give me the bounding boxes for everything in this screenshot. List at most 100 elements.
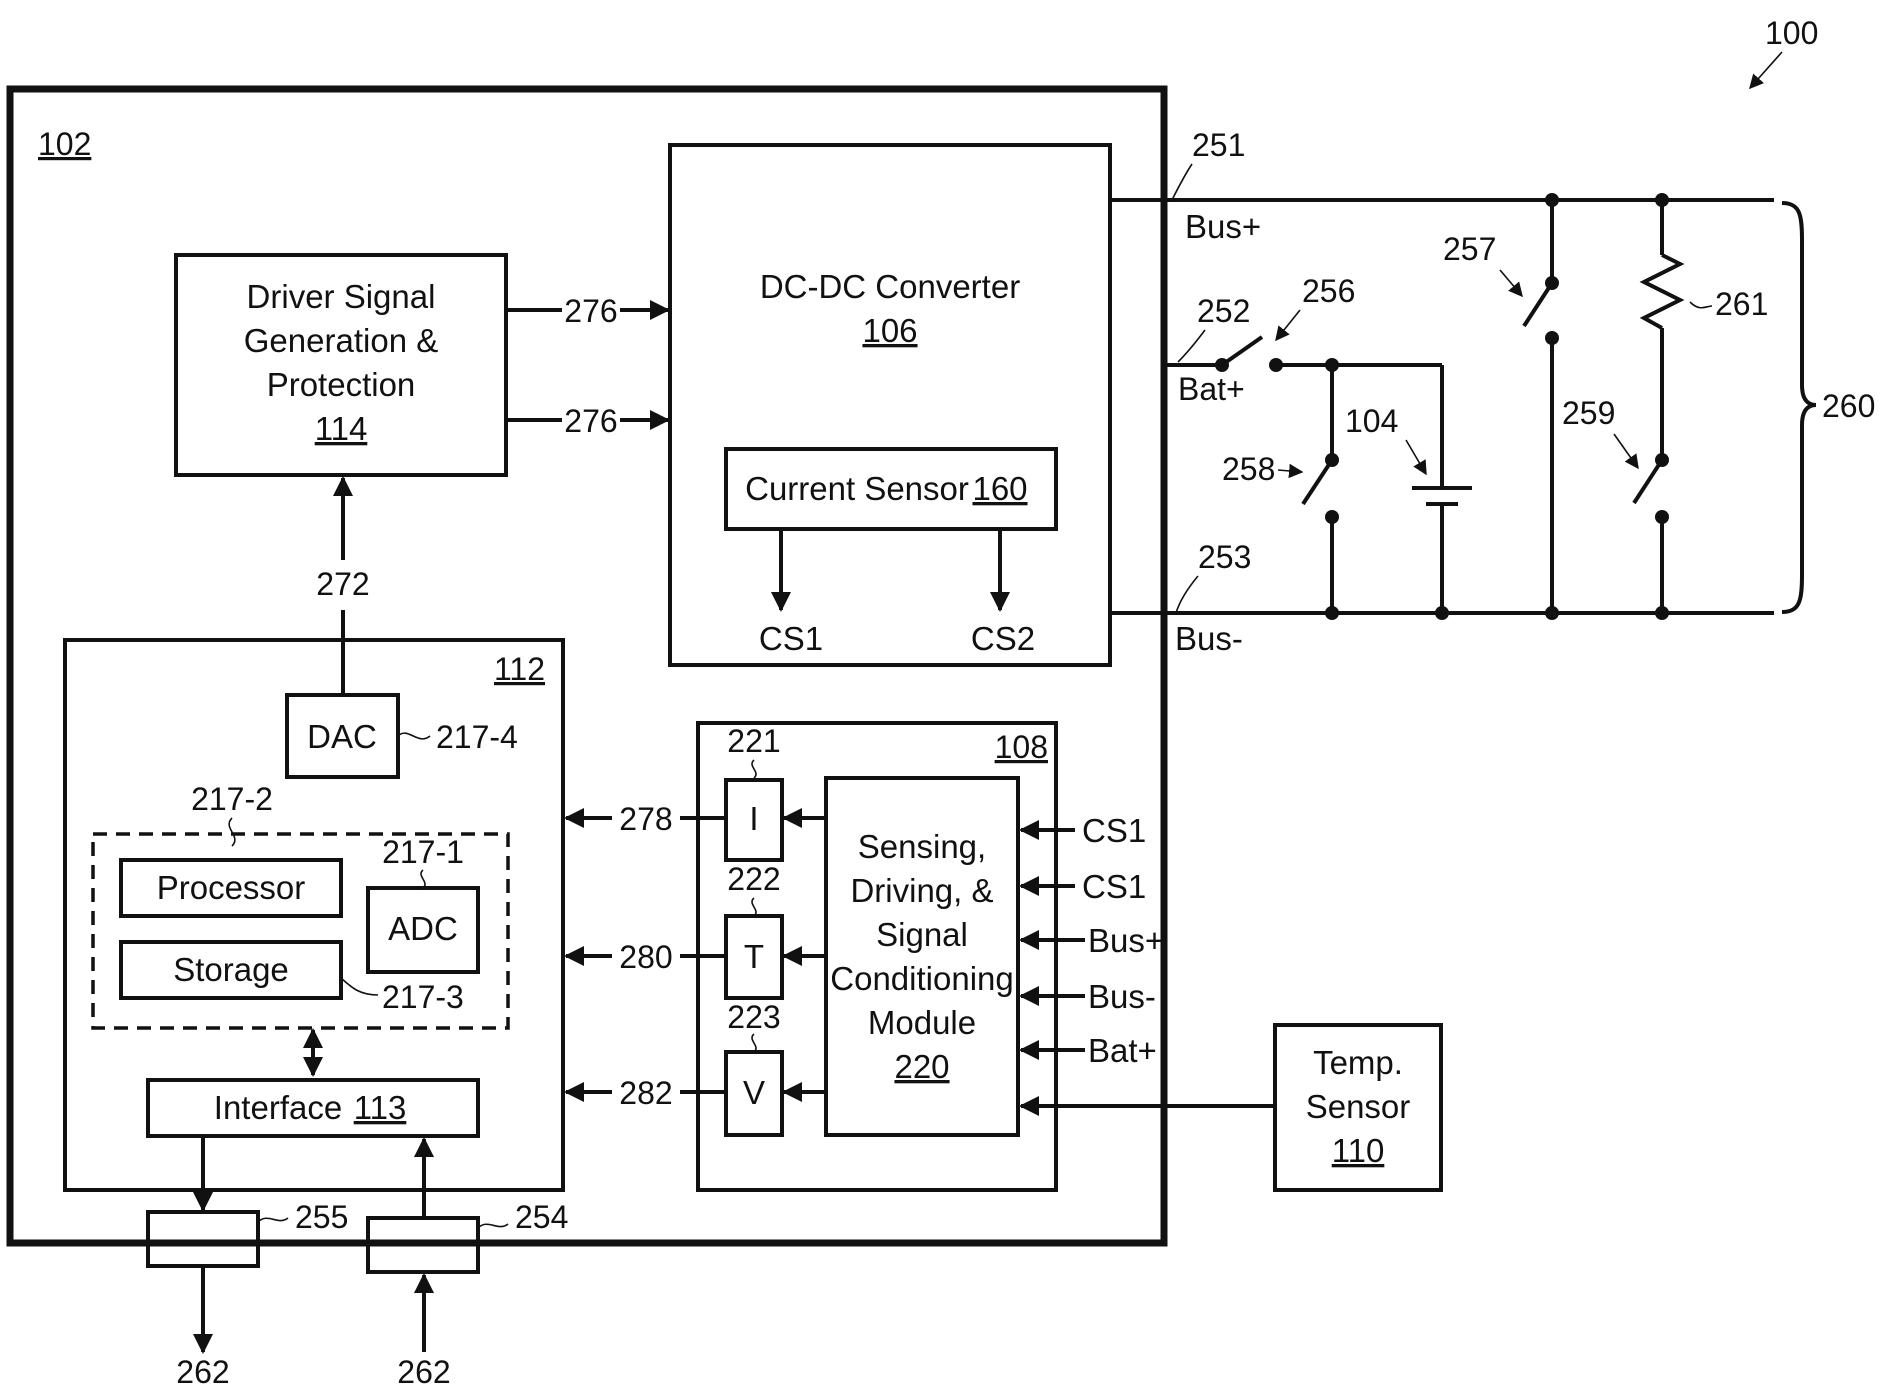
driver-block-line2: Generation &	[244, 322, 438, 359]
module-line4: Conditioning	[830, 960, 1013, 997]
current-i-ref: 221	[727, 723, 780, 759]
driver-block-ref: 114	[315, 410, 368, 447]
adc-ref-leader	[421, 870, 425, 888]
voltage-v-label: V	[743, 1074, 765, 1111]
module-line3: Signal	[876, 916, 968, 953]
current-sensor-ref: 160	[972, 470, 1027, 507]
current-i-leader	[752, 760, 756, 778]
ref-259-label: 259	[1562, 395, 1615, 431]
ref-253-leader	[1176, 576, 1198, 613]
interface-ref: 113	[354, 1089, 407, 1126]
dc-dc-converter-block	[670, 145, 1110, 665]
port-255-leader	[258, 1218, 288, 1222]
switch-257-minus-junction	[1545, 606, 1559, 620]
figure-ref-arrow	[1750, 52, 1782, 88]
ref-257-label: 257	[1443, 231, 1496, 267]
ref-256-arrow	[1276, 310, 1300, 340]
ref-258-label: 258	[1222, 451, 1275, 487]
signal-272-label: 272	[316, 566, 369, 602]
converter-ref: 106	[862, 312, 917, 349]
bus-plus-label: Bus+	[1185, 208, 1261, 245]
storage-ref-leader	[341, 978, 378, 995]
cs1-output-label: CS1	[759, 620, 823, 657]
input-262-label: 262	[397, 1354, 450, 1388]
port-255	[148, 1212, 258, 1266]
input-batplus-label: Bat+	[1088, 1032, 1157, 1069]
bat-plus-label: Bat+	[1178, 371, 1245, 407]
switch-259-minus-junction	[1655, 606, 1669, 620]
port-254-label: 254	[515, 1199, 568, 1235]
temperature-t-leader	[752, 898, 756, 916]
storage-ref-label: 217-3	[382, 979, 464, 1015]
input-busminus-label: Bus-	[1088, 978, 1156, 1015]
cs2-output-label: CS2	[971, 620, 1035, 657]
ref-104-arrow	[1406, 440, 1426, 474]
current-i-label: I	[749, 800, 758, 837]
group-ref-leader	[229, 818, 235, 846]
switch-258-blade	[1303, 460, 1332, 504]
bus-minus-label: Bus-	[1175, 620, 1243, 657]
input-cs1-label: CS1	[1082, 812, 1146, 849]
signal-278-label: 278	[619, 801, 672, 837]
ref-252-leader	[1178, 330, 1205, 362]
group-ref-label: 217-2	[191, 781, 273, 817]
temp-sensor-line2: Sensor	[1306, 1088, 1411, 1125]
ref-251-label: 251	[1192, 127, 1245, 163]
switch-257-blade	[1524, 283, 1552, 326]
ref-251-leader	[1172, 164, 1192, 200]
switch-256-blade	[1222, 337, 1262, 365]
dac-ref-label: 217-4	[436, 719, 518, 755]
interface-label: Interface	[214, 1089, 342, 1126]
processor-label: Processor	[157, 869, 306, 906]
dac-ref-leader	[398, 733, 430, 739]
driver-block-line3: Protection	[267, 366, 416, 403]
figure-ref-label: 100	[1765, 15, 1818, 51]
current-sensor-label: Current Sensor	[745, 470, 969, 507]
voltage-v-ref: 223	[727, 999, 780, 1035]
temp-sensor-line1: Temp.	[1313, 1044, 1403, 1081]
sensing-block-ref: 108	[995, 729, 1048, 765]
module-line5: Module	[868, 1004, 976, 1041]
module-line2: Driving, &	[850, 872, 993, 909]
ref-257-arrow	[1500, 270, 1522, 296]
module-line1: Sensing,	[858, 828, 986, 865]
storage-label: Storage	[173, 951, 289, 988]
signal-276b-label: 276	[564, 403, 617, 439]
temperature-t-ref: 222	[727, 861, 780, 897]
circuit-brace	[1782, 203, 1816, 612]
temperature-t-label: T	[744, 938, 764, 975]
port-255-label: 255	[295, 1199, 348, 1235]
temp-sensor-ref: 110	[1332, 1132, 1385, 1169]
resistor-261-zigzag	[1644, 255, 1680, 328]
ref-261-label: 261	[1715, 286, 1768, 322]
ref-253-label: 253	[1198, 539, 1251, 575]
driver-block-line1: Driver Signal	[247, 278, 436, 315]
battery-bus-junction	[1435, 606, 1449, 620]
adc-label: ADC	[388, 910, 458, 947]
ref-260-label: 260	[1822, 388, 1875, 424]
ref-256-label: 256	[1302, 273, 1355, 309]
converter-title: DC-DC Converter	[760, 268, 1020, 305]
processor-block-ref: 112	[494, 651, 545, 687]
signal-280-label: 280	[619, 939, 672, 975]
ref-261-leader	[1690, 302, 1712, 308]
ref-252-label: 252	[1197, 293, 1250, 329]
port-254-leader	[478, 1224, 508, 1228]
signal-276a-label: 276	[564, 293, 617, 329]
dac-label: DAC	[307, 718, 377, 755]
module-ref: 220	[894, 1048, 949, 1085]
adc-ref-label: 217-1	[382, 834, 464, 870]
output-262-label: 262	[176, 1354, 229, 1388]
voltage-v-leader	[752, 1034, 756, 1052]
ref-259-arrow	[1614, 434, 1638, 468]
ref-258-arrow	[1278, 470, 1302, 472]
input-cs1b-label: CS1	[1082, 868, 1146, 905]
signal-282-label: 282	[619, 1075, 672, 1111]
ref-104-label: 104	[1345, 403, 1398, 439]
controller-ref-label: 102	[38, 126, 91, 162]
input-busplus-label: Bus+	[1088, 922, 1164, 959]
switch-259-blade	[1634, 460, 1662, 503]
switch-258-bus-junction	[1325, 606, 1339, 620]
